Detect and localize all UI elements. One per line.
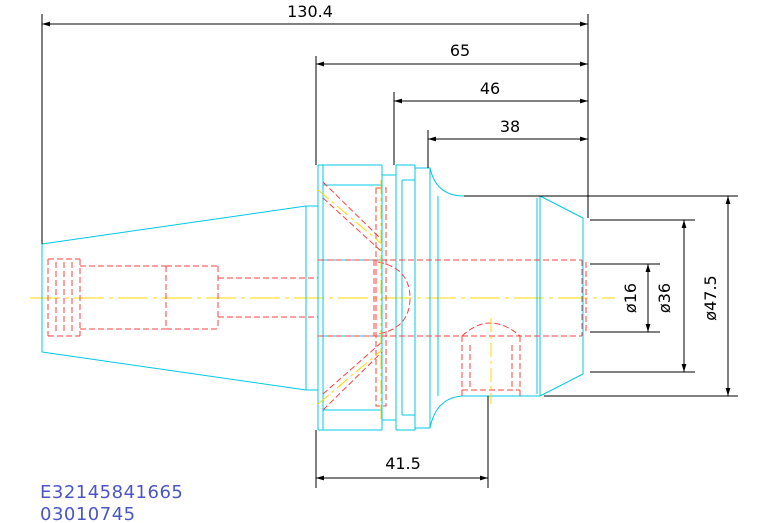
secondary-centerlines	[317, 180, 492, 420]
dimension-lines	[41, 14, 738, 488]
dim-phi47-5-label: ø47.5	[701, 275, 720, 320]
dim-41-5-label: 41.5	[385, 454, 421, 473]
dim-65-label: 65	[450, 41, 470, 60]
dim-phi36-label: ø36	[655, 283, 674, 313]
dim-46-label: 46	[480, 79, 500, 98]
dim-phi16-label: ø16	[621, 283, 640, 313]
drawing-code-block: E32145841665 03010745	[40, 482, 183, 523]
drawing-number: 03010745	[40, 504, 136, 523]
nose-outline	[462, 195, 584, 397]
part-code: E32145841665	[40, 482, 184, 503]
dim-38-label: 38	[500, 117, 520, 136]
dim-130-4-label: 130.4	[287, 2, 333, 21]
flange-outline	[317, 164, 463, 431]
hidden-lines	[47, 181, 587, 411]
taper-outline	[41, 205, 318, 391]
